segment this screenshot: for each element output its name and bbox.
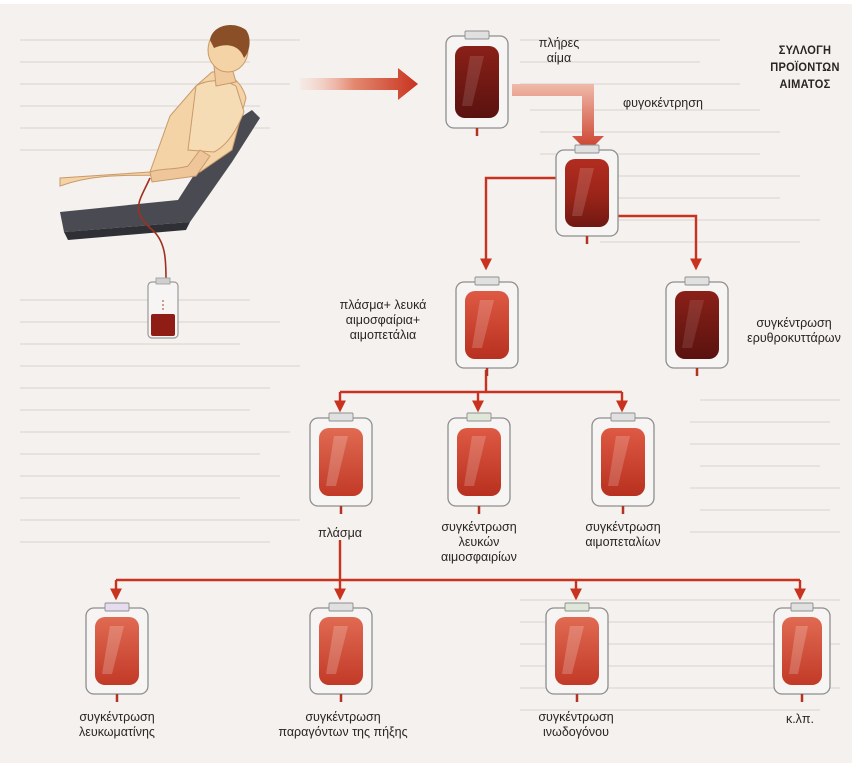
label-fibrinogen: συγκέντρωση ινωδογόνου bbox=[516, 710, 636, 740]
blood-bag-icon bbox=[456, 277, 518, 376]
diagram-title: ΣΥΛΛΟΓΗ ΠΡΟΪΟΝΤΩΝ ΑΙΜΑΤΟΣ bbox=[764, 42, 847, 93]
label-plasma: πλάσμα bbox=[300, 526, 380, 541]
label-plasma-wbc-plt: πλάσμα+ λευκά αιμοσφαίρια+ αιμοπετάλια bbox=[318, 298, 448, 343]
label-clotting-factors: συγκέντρωση παραγόντων της πήξης bbox=[268, 710, 418, 740]
blood-bag-icon bbox=[86, 603, 148, 702]
donor-figure bbox=[60, 25, 260, 280]
label-albumin: συγκέντρωση λευκωματίνης bbox=[52, 710, 182, 740]
blood-bag-icon bbox=[592, 413, 654, 514]
label-whole-blood: πλήρες αίμα bbox=[524, 36, 594, 66]
title-line: ΠΡΟΪΟΝΤΩΝ bbox=[764, 59, 847, 76]
blood-bag-icon bbox=[446, 31, 508, 136]
scan-top-margin bbox=[0, 0, 860, 4]
label-centrifugation: φυγοκέντρηση bbox=[608, 96, 718, 111]
arrow-centrifugation bbox=[512, 84, 604, 152]
blood-bag-icon bbox=[546, 603, 608, 702]
title-line: ΣΥΛΛΟΓΗ bbox=[764, 42, 847, 59]
label-rbc-concentrate: συγκέντρωση ερυθροκυττάρων bbox=[736, 316, 852, 346]
blood-bag-icon bbox=[448, 413, 510, 514]
blood-bag-icon bbox=[310, 603, 372, 702]
scan-right-margin bbox=[852, 0, 860, 763]
blood-bag-icon bbox=[310, 413, 372, 514]
blood-bag-icon bbox=[666, 277, 728, 376]
arrow-donor-to-bag bbox=[300, 68, 418, 100]
title-line: ΑΙΜΑΤΟΣ bbox=[764, 76, 847, 93]
collection-tube bbox=[148, 278, 178, 338]
label-wbc-concentrate: συγκέντρωση λευκών αιμοσφαιρίων bbox=[424, 520, 534, 565]
label-etc: κ.λπ. bbox=[770, 712, 830, 727]
blood-bag-icon bbox=[774, 603, 830, 702]
blood-bag-icon bbox=[556, 145, 618, 244]
label-platelet-concentrate: συγκέντρωση αιμοπεταλίων bbox=[568, 520, 678, 550]
